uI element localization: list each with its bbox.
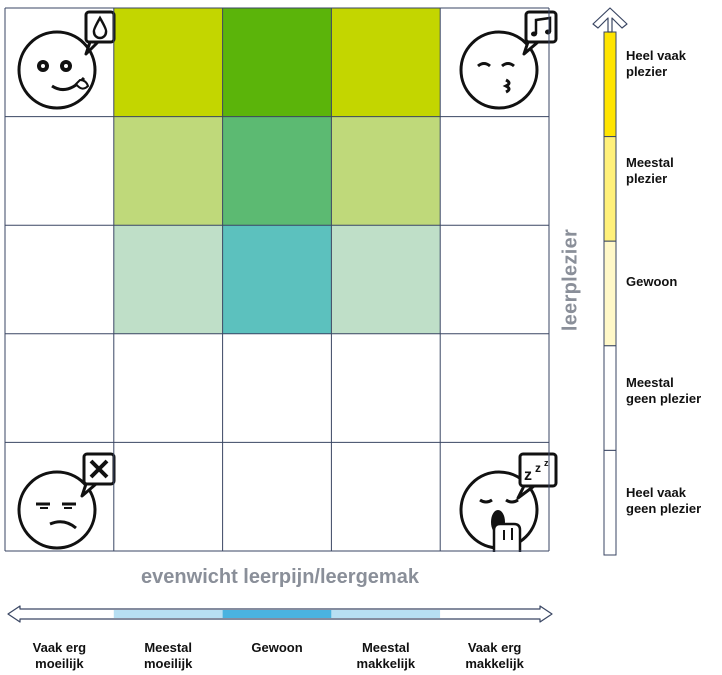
x-scale-segment xyxy=(19,610,114,618)
x-scale-segment xyxy=(113,610,223,618)
grid-cell xyxy=(331,116,441,226)
y-scale-segment xyxy=(603,136,617,242)
x-axis-level-label: Vaak erg moeilijk xyxy=(32,640,87,671)
y-axis-level-label: Meestal plezier xyxy=(626,155,674,186)
x-axis-level-label: Meestal makkelijk xyxy=(356,640,416,671)
grid-cell xyxy=(331,8,441,117)
y-scale-bar xyxy=(592,7,628,556)
svg-text:z: z xyxy=(524,467,532,484)
grid-cell xyxy=(222,8,332,117)
y-axis-level-label: Gewoon xyxy=(626,274,678,289)
grid-cell xyxy=(5,116,114,226)
grid-cell xyxy=(222,333,332,443)
grid-cell xyxy=(440,333,549,443)
svg-text:z: z xyxy=(535,461,541,475)
y-axis-level-label: Heel vaak geen plezier xyxy=(626,485,702,516)
grid-cell xyxy=(113,225,223,334)
annoyed-face-icon xyxy=(17,452,116,550)
grid-cell xyxy=(113,442,223,551)
grid-cell xyxy=(440,225,549,334)
grid-cell xyxy=(113,8,223,117)
grid-cell xyxy=(5,333,114,443)
x-axis-level-label: Gewoon xyxy=(251,640,303,655)
y-scale-segment xyxy=(603,345,617,451)
x-scale-segment xyxy=(222,610,332,618)
y-axis-title: leerplezier xyxy=(559,228,582,332)
x-axis-level-label: Vaak erg makkelijk xyxy=(465,640,524,671)
grid-cell xyxy=(5,225,114,334)
svg-text:z: z xyxy=(544,458,549,468)
yawning-face-icon: z z z xyxy=(459,452,558,552)
grid-lines xyxy=(4,7,550,552)
grid-cell xyxy=(113,116,223,226)
grid-cell xyxy=(222,442,332,551)
x-scale-segment xyxy=(440,610,535,618)
y-axis-level-label: Heel vaak plezier xyxy=(626,48,686,79)
grid-cell xyxy=(331,225,441,334)
y-axis-level-label: Meestal geen plezier xyxy=(626,375,702,406)
x-scale-bar xyxy=(7,605,553,623)
y-scale-segment xyxy=(603,449,617,556)
x-axis-level-label: Meestal moeilijk xyxy=(143,640,193,671)
x-axis-title: evenwicht leerpijn/leergemak xyxy=(141,566,419,588)
y-scale-arrow-icon xyxy=(592,7,628,33)
y-scale-segment xyxy=(603,240,617,347)
grid-cell xyxy=(222,116,332,226)
grid-cell xyxy=(440,116,549,226)
x-scale-segment xyxy=(331,610,441,618)
grid-cell xyxy=(113,333,223,443)
y-scale-segment xyxy=(603,31,617,138)
grid-cell xyxy=(222,225,332,334)
yummy-face-icon xyxy=(17,10,116,110)
grid-cell xyxy=(331,333,441,443)
grid-cell xyxy=(331,442,441,551)
